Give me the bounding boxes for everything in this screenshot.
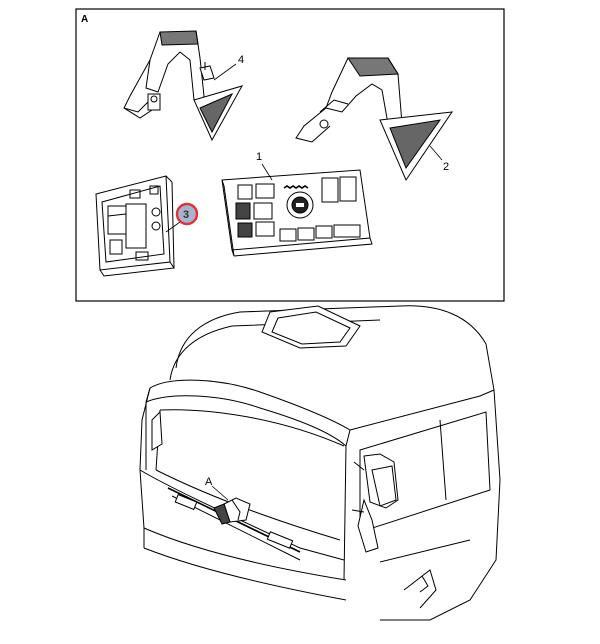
callout-3: 3 xyxy=(183,209,189,221)
detail-frame-label: A xyxy=(81,14,88,25)
right-bracket-icon[interactable] xyxy=(295,57,454,182)
frame-plate-icon[interactable] xyxy=(95,175,181,277)
detail-frame: A xyxy=(75,8,505,302)
callout-2: 2 xyxy=(443,161,449,173)
left-bracket-icon[interactable] xyxy=(123,30,244,142)
truck-cab-icon[interactable] xyxy=(139,305,501,621)
callout-4: 4 xyxy=(238,54,244,66)
callout-1: 1 xyxy=(256,151,262,163)
view-a-marker: A xyxy=(205,476,229,501)
switch-panel-icon[interactable] xyxy=(221,163,373,257)
view-a-label: A xyxy=(205,476,213,488)
callout-3-highlight[interactable]: 3 xyxy=(175,202,199,226)
